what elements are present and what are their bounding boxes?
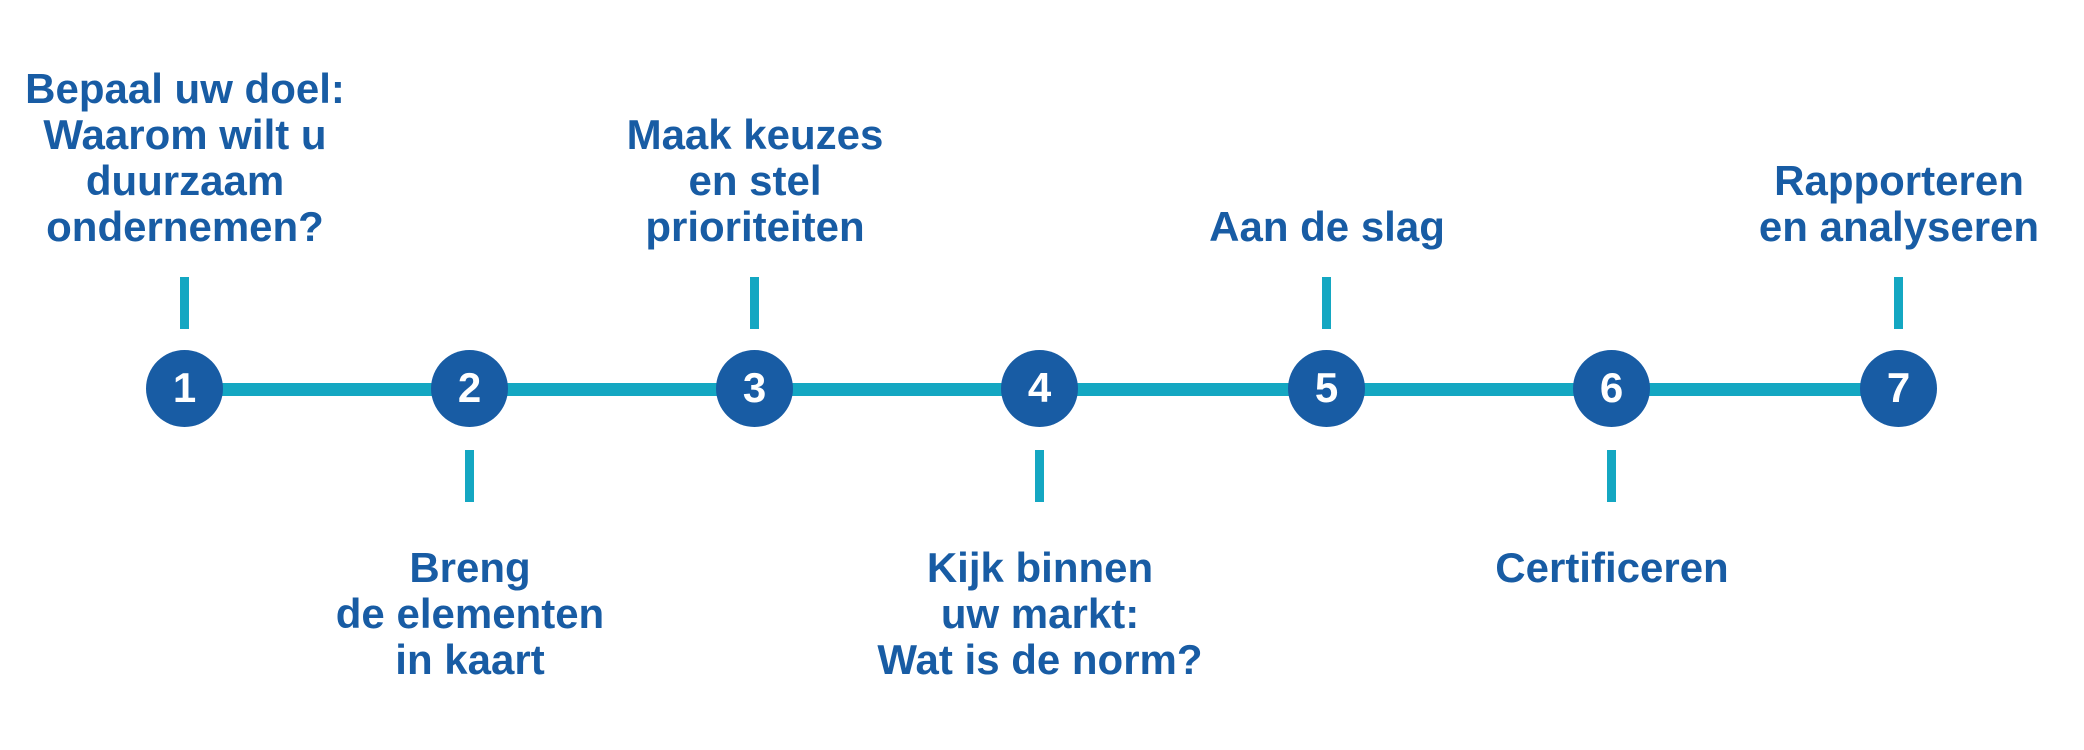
timeline-step-1: Bepaal uw doel: Waarom wilt u duurzaam o… [0, 0, 415, 750]
step-5-tick-mark [1322, 277, 1331, 329]
step-5-number: 5 [1314, 363, 1339, 411]
timeline-step-6: 6 Certificeren [1382, 0, 1842, 750]
step-3-circle: 3 [716, 350, 793, 427]
step-2-number: 2 [457, 363, 482, 411]
step-1-tick-mark [180, 277, 189, 329]
step-6-tick-mark [1607, 450, 1616, 502]
step-7-number: 7 [1886, 363, 1911, 411]
step-4-tick-mark [1035, 450, 1044, 502]
timeline-step-3: Maak keuzes en stel prioriteiten 3 [525, 0, 985, 750]
step-3-label: Maak keuzes en stel prioriteiten [626, 111, 884, 250]
step-5-label: Aan de slag [1209, 203, 1445, 250]
step-3-tick-mark [750, 277, 759, 329]
step-5-circle: 5 [1288, 350, 1365, 427]
step-6-circle: 6 [1573, 350, 1650, 427]
step-4-circle: 4 [1001, 350, 1078, 427]
step-7-circle: 7 [1860, 350, 1937, 427]
timeline-step-2: 2 Breng de elementen in kaart [240, 0, 700, 750]
timeline-step-4: 4 Kijk binnen uw markt: Wat is de norm? [810, 0, 1270, 750]
step-2-circle: 2 [431, 350, 508, 427]
step-7-tick-mark [1894, 277, 1903, 329]
step-1-circle: 1 [146, 350, 223, 427]
step-7-label: Rapporteren en analyseren [1758, 157, 2040, 250]
step-6-label: Certificeren [1495, 544, 1729, 591]
step-1-label: Bepaal uw doel: Waarom wilt u duurzaam o… [25, 65, 345, 250]
step-2-tick-mark [465, 450, 474, 502]
step-6-number: 6 [1599, 363, 1624, 411]
step-4-label: Kijk binnen uw markt: Wat is de norm? [877, 544, 1203, 683]
step-2-label: Breng de elementen in kaart [335, 544, 605, 683]
timeline-step-5: Aan de slag 5 [1097, 0, 1557, 750]
step-4-number: 4 [1027, 363, 1052, 411]
timeline-step-7: Rapporteren en analyseren 7 [1669, 0, 2084, 750]
step-1-number: 1 [172, 363, 197, 411]
step-3-number: 3 [742, 363, 767, 411]
